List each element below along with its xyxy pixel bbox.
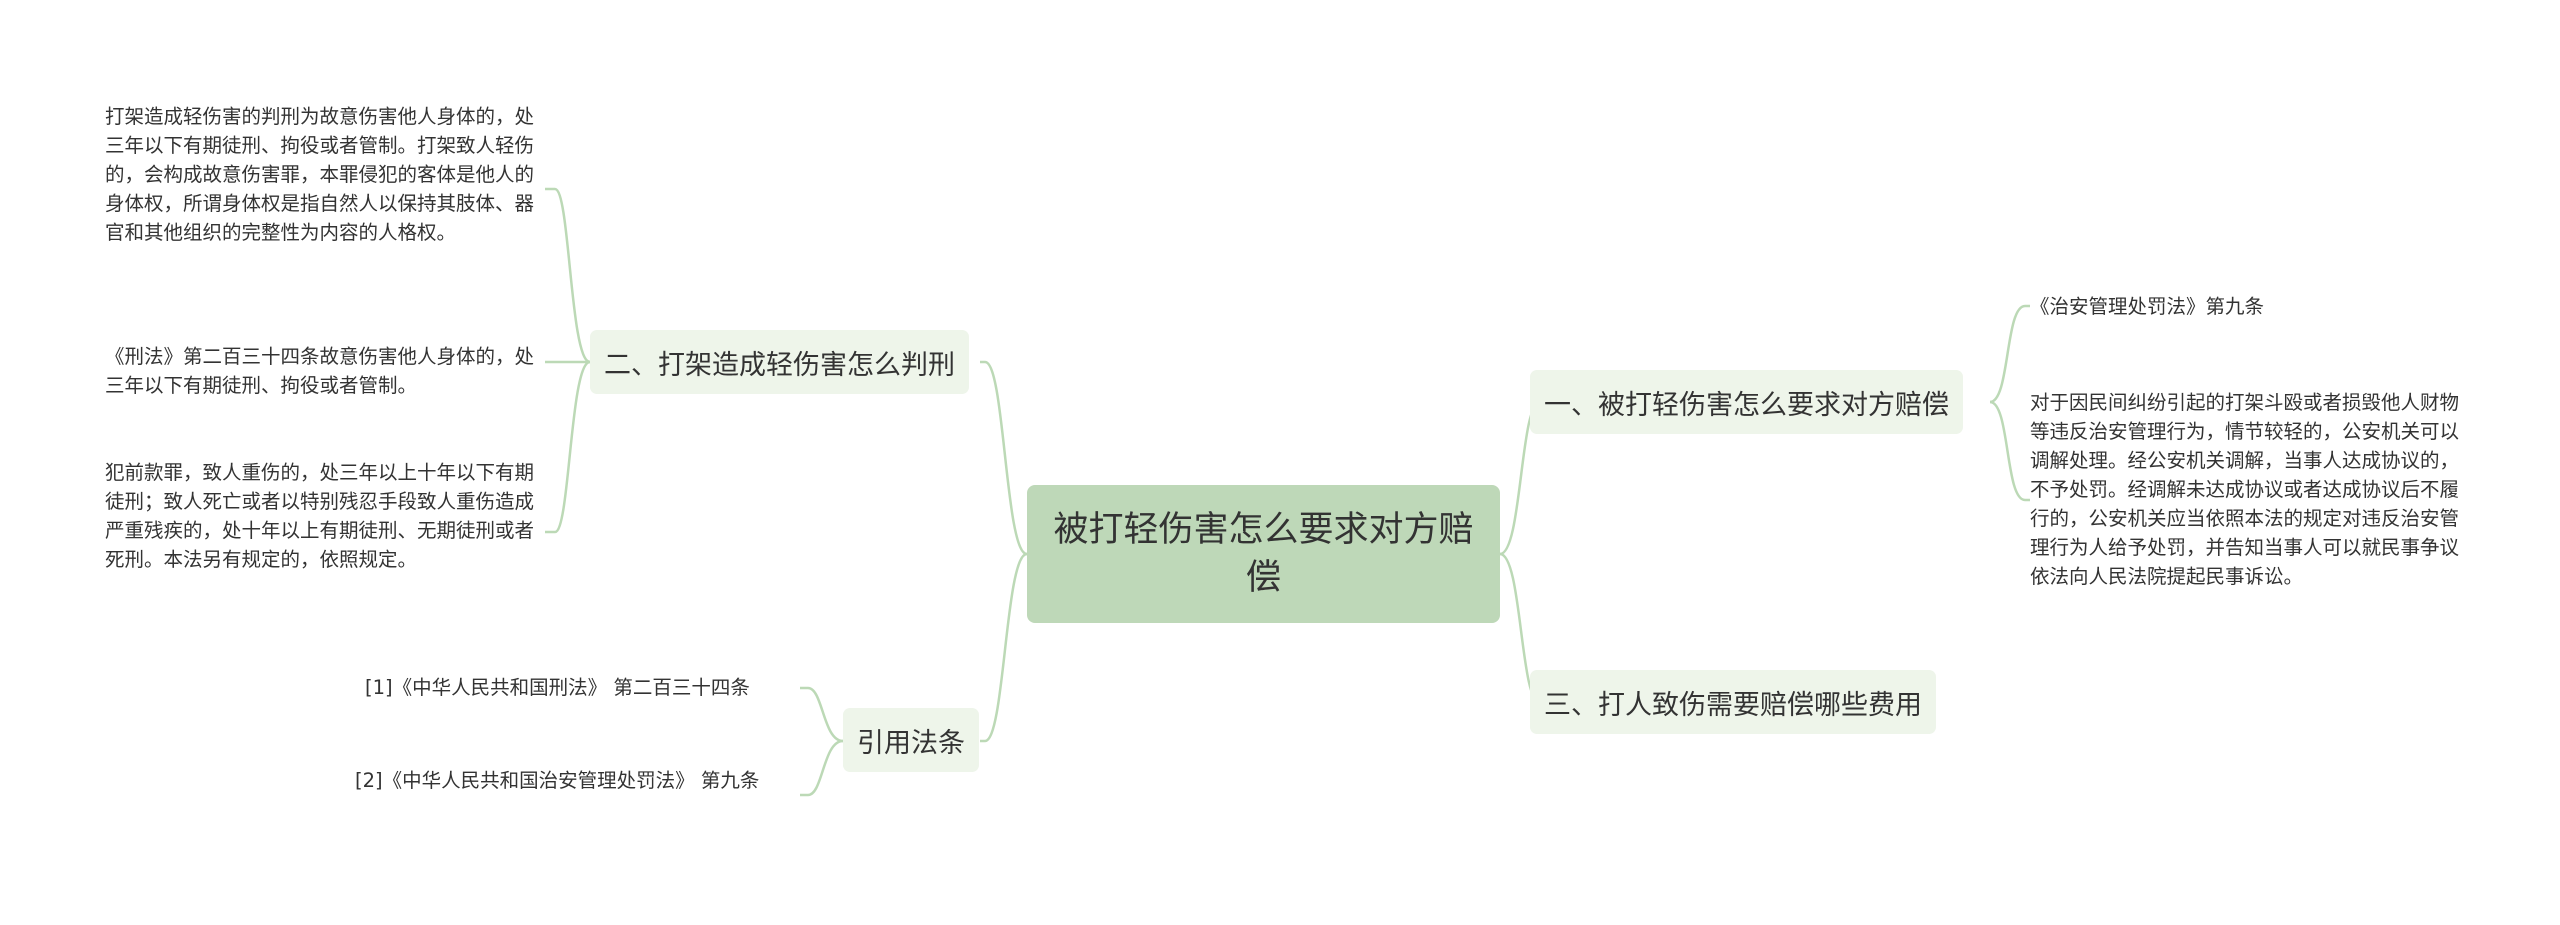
root-node[interactable]: 被打轻伤害怎么要求对方赔偿 xyxy=(1027,485,1500,623)
branch-node-3[interactable]: 三、打人致伤需要赔偿哪些费用 xyxy=(1530,670,1936,734)
connector-b1-leaf2 xyxy=(1989,400,2030,502)
branch-label-1: 一、被打轻伤害怎么要求对方赔偿 xyxy=(1544,389,1949,421)
connector-b4-leaf1 xyxy=(800,686,844,743)
connector-b4-leaf2 xyxy=(800,739,844,797)
connector-b1-leaf1 xyxy=(1989,304,2030,404)
connector-b2-leaf1 xyxy=(545,187,591,364)
leaf-b1-detail: 对于因民间纠纷引起的打架斗殴或者损毁他人财物等违反治安管理行为，情节较轻的，公安… xyxy=(2030,391,2460,588)
root-label: 被打轻伤害怎么要求对方赔偿 xyxy=(1053,510,1474,598)
leaf-b4-ref1: [1]《中华人民共和国刑法》 第二百三十四条 xyxy=(365,676,750,699)
branch-label-2: 二、打架造成轻伤害怎么判刑 xyxy=(604,349,955,381)
connector-root-b2 xyxy=(980,360,1028,556)
branch-label-3: 三、打人致伤需要赔偿哪些费用 xyxy=(1544,689,1922,721)
leaf-b2-severe: 犯前款罪，致人重伤的，处三年以上十年以下有期徒刑；致人死亡或者以特别残忍手段致人… xyxy=(105,461,535,571)
connector-b2-leaf3 xyxy=(545,360,591,534)
branch-label-4: 引用法条 xyxy=(857,727,965,759)
leaf-b1-article: 《治安管理处罚法》第九条 xyxy=(2030,295,2265,318)
branch-node-4[interactable]: 引用法条 xyxy=(843,708,979,772)
leaf-b4-ref2: [2]《中华人民共和国治安管理处罚法》 第九条 xyxy=(355,769,760,792)
branch-node-2[interactable]: 二、打架造成轻伤害怎么判刑 xyxy=(590,330,969,394)
connector-root-b4 xyxy=(980,552,1028,743)
branch-node-1[interactable]: 一、被打轻伤害怎么要求对方赔偿 xyxy=(1530,370,1963,434)
leaf-b2-sentence: 打架造成轻伤害的判刑为故意伤害他人身体的，处三年以下有期徒刑、拘役或者管制。打架… xyxy=(105,105,535,244)
leaf-b2-criminal-law: 《刑法》第二百三十四条故意伤害他人身体的，处三年以下有期徒刑、拘役或者管制。 xyxy=(105,345,535,397)
